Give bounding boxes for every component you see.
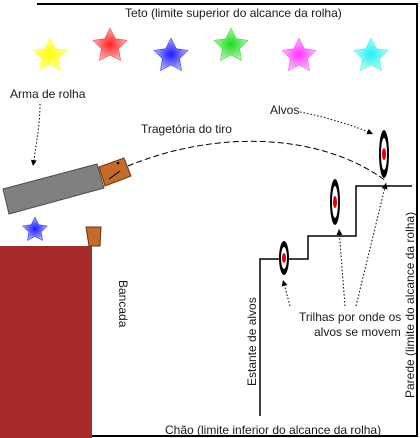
cork-dot bbox=[116, 161, 120, 165]
green-star-icon bbox=[213, 27, 249, 62]
small-star-icon bbox=[22, 216, 48, 241]
ceiling-label: Teto (limite superior do alcance da rolh… bbox=[125, 6, 342, 20]
wall-label: Parede (limite do alcance da rolha) bbox=[403, 212, 417, 398]
floor-label: Chão (limite inferior do alcance da rolh… bbox=[165, 423, 381, 437]
blue-star-icon bbox=[153, 37, 189, 72]
spare-cork bbox=[85, 226, 102, 247]
yellow-star-icon bbox=[32, 37, 68, 72]
tracks-label-line1: Trilhas por onde os bbox=[299, 310, 401, 324]
tracks-label-line2: alvos se movem bbox=[314, 325, 401, 339]
target-2 bbox=[330, 179, 340, 225]
targets-label: Alvos bbox=[270, 103, 299, 117]
gun-label: Arma de rolha bbox=[10, 87, 86, 101]
magenta-star-icon bbox=[281, 37, 317, 72]
target-stand-stairs bbox=[259, 185, 412, 416]
bench bbox=[0, 246, 92, 438]
gun-barrel bbox=[2, 163, 105, 215]
targets-label-arrow bbox=[299, 111, 374, 135]
cork-projectile bbox=[98, 157, 132, 187]
target-stand-label: Estante de alvos bbox=[245, 297, 259, 386]
cyan-star-icon bbox=[353, 37, 389, 72]
tracks-arrow-2 bbox=[336, 228, 346, 307]
red-star-icon bbox=[92, 27, 128, 62]
bench-label: Bancada bbox=[116, 280, 130, 328]
tracks-arrow-1 bbox=[281, 279, 291, 307]
cork-mark bbox=[108, 170, 121, 180]
shot-trajectory bbox=[127, 140, 387, 182]
gun-label-arrow bbox=[30, 103, 41, 167]
tracks-arrow-3 bbox=[355, 182, 388, 307]
target-1 bbox=[279, 241, 289, 275]
trajectory-label: Tragetória do tiro bbox=[141, 122, 232, 136]
target-3 bbox=[379, 130, 389, 178]
stars-row bbox=[32, 27, 389, 72]
